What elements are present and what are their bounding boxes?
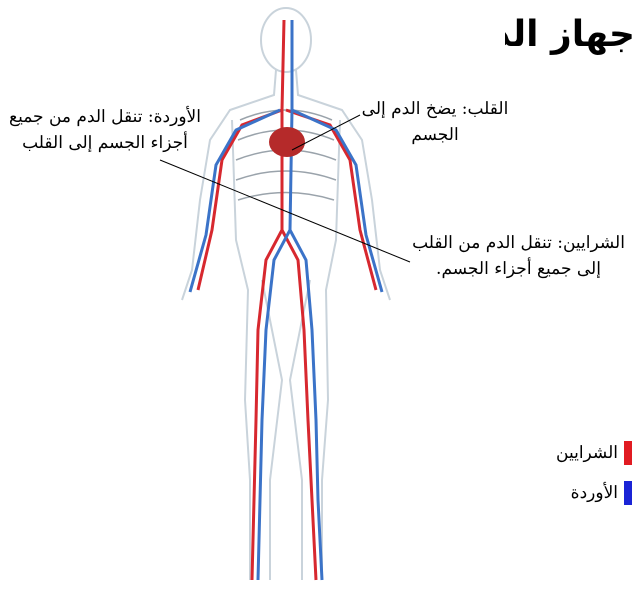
arteries-label: الشرايين: تنقل الدم من القلب إلى جميع أج…: [402, 230, 635, 282]
heart: [269, 127, 305, 157]
veins-label: الأوردة: تنقل الدم من جميع أجزاء الجسم إ…: [5, 104, 205, 156]
legend-label-veins: الأوردة: [571, 483, 618, 503]
arteries: [198, 20, 376, 580]
veins: [190, 20, 382, 580]
vein-swatch: [624, 481, 632, 505]
legend-item-veins: الأوردة: [522, 480, 632, 506]
legend-item-arteries: الشرايين: [522, 440, 632, 466]
artery-swatch: [624, 441, 632, 465]
legend-label-arteries: الشرايين: [556, 443, 618, 463]
body-outline: [182, 8, 390, 580]
heart-label: القلب: يضخ الدم إلى الجسم: [360, 96, 510, 148]
